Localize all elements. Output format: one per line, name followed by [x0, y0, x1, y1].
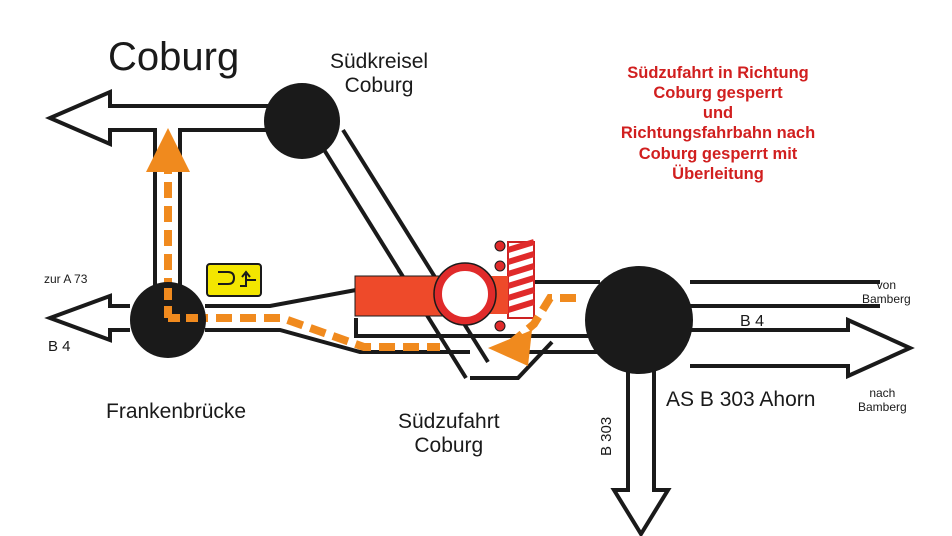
notice-line2: Coburg gesperrt: [653, 84, 783, 103]
road-b4-east: [690, 280, 915, 380]
detour-arrowheads: [146, 128, 532, 366]
closure-dotted-line: [396, 269, 442, 337]
label-von-bamberg-line1: von: [876, 278, 897, 292]
node-suedkreisel: [264, 83, 340, 159]
road-west-top: [44, 88, 270, 302]
u-turn-sign-icon: [206, 263, 262, 297]
detour-at-node: [164, 280, 200, 322]
notice-line3: und: [702, 104, 734, 123]
label-nach-bamberg-line1: nach: [869, 386, 896, 400]
label-frankenbruecke: Frankenbrücke: [106, 400, 247, 423]
label-suedkreisel-line2: Coburg: [344, 74, 414, 98]
label-von-bamberg-line2: Bamberg: [862, 291, 911, 306]
notice-line1: Südzufahrt in Richtung: [627, 64, 809, 82]
notice-line4: Richtungsfahrbahn nach: [620, 124, 816, 143]
page-title: Coburg: [108, 35, 240, 79]
label-b4-west: B 4: [48, 338, 71, 355]
label-von-bamberg: von Bamberg: [862, 278, 911, 307]
label-nach-bamberg: nach Bamberg: [858, 386, 907, 415]
label-ahorn: AS B 303 Ahorn: [666, 388, 816, 411]
label-zur-a73: zur A 73: [44, 272, 88, 286]
label-suedzufahrt-line2: Coburg: [414, 434, 484, 458]
closure-notice: Südzufahrt in Richtung Coburg gesperrt u…: [598, 63, 838, 184]
label-suedzufahrt: Südzufahrt Coburg: [398, 410, 500, 458]
label-b4-east: B 4: [740, 313, 765, 330]
notice-line5: Coburg gesperrt mit: [638, 144, 798, 163]
label-nach-bamberg-line2: Bamberg: [858, 399, 907, 414]
striped-barrier-icon: [486, 239, 535, 332]
label-b303: B 303: [598, 416, 615, 456]
label-suedzufahrt-line1: Südzufahrt: [398, 410, 500, 433]
label-suedkreisel-line1: Südkreisel: [330, 50, 429, 73]
label-suedkreisel: Südkreisel Coburg: [330, 50, 428, 98]
prohibition-sign-icon: [433, 262, 497, 326]
notice-line6: Überleitung: [672, 164, 764, 183]
node-ahorn: [585, 266, 693, 374]
road-b4-west: [44, 288, 470, 354]
road-b303: [610, 366, 672, 536]
barrier-block: [354, 275, 444, 317]
